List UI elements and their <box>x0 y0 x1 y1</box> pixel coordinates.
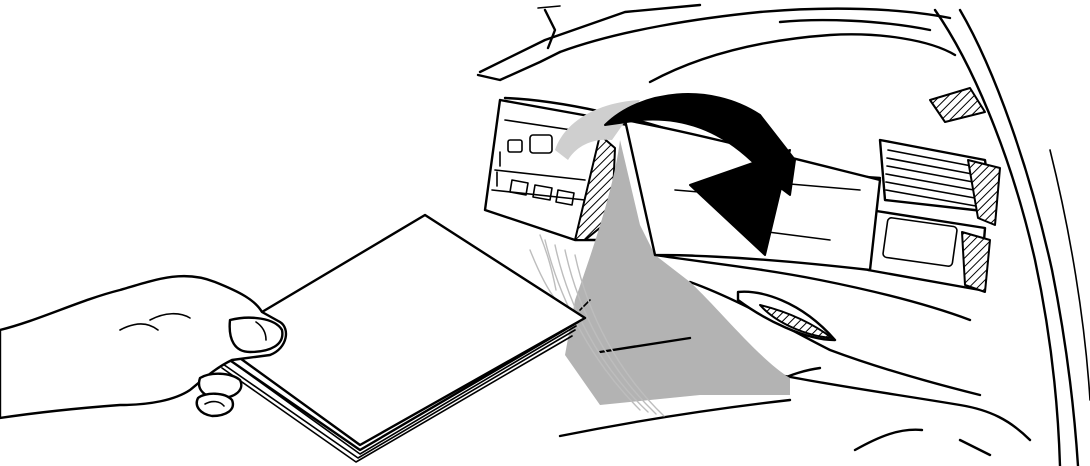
air-vents <box>868 88 1000 292</box>
finger <box>197 394 233 416</box>
hand <box>0 276 286 418</box>
vent-side-shading <box>968 160 1000 225</box>
tweeter <box>930 88 985 122</box>
